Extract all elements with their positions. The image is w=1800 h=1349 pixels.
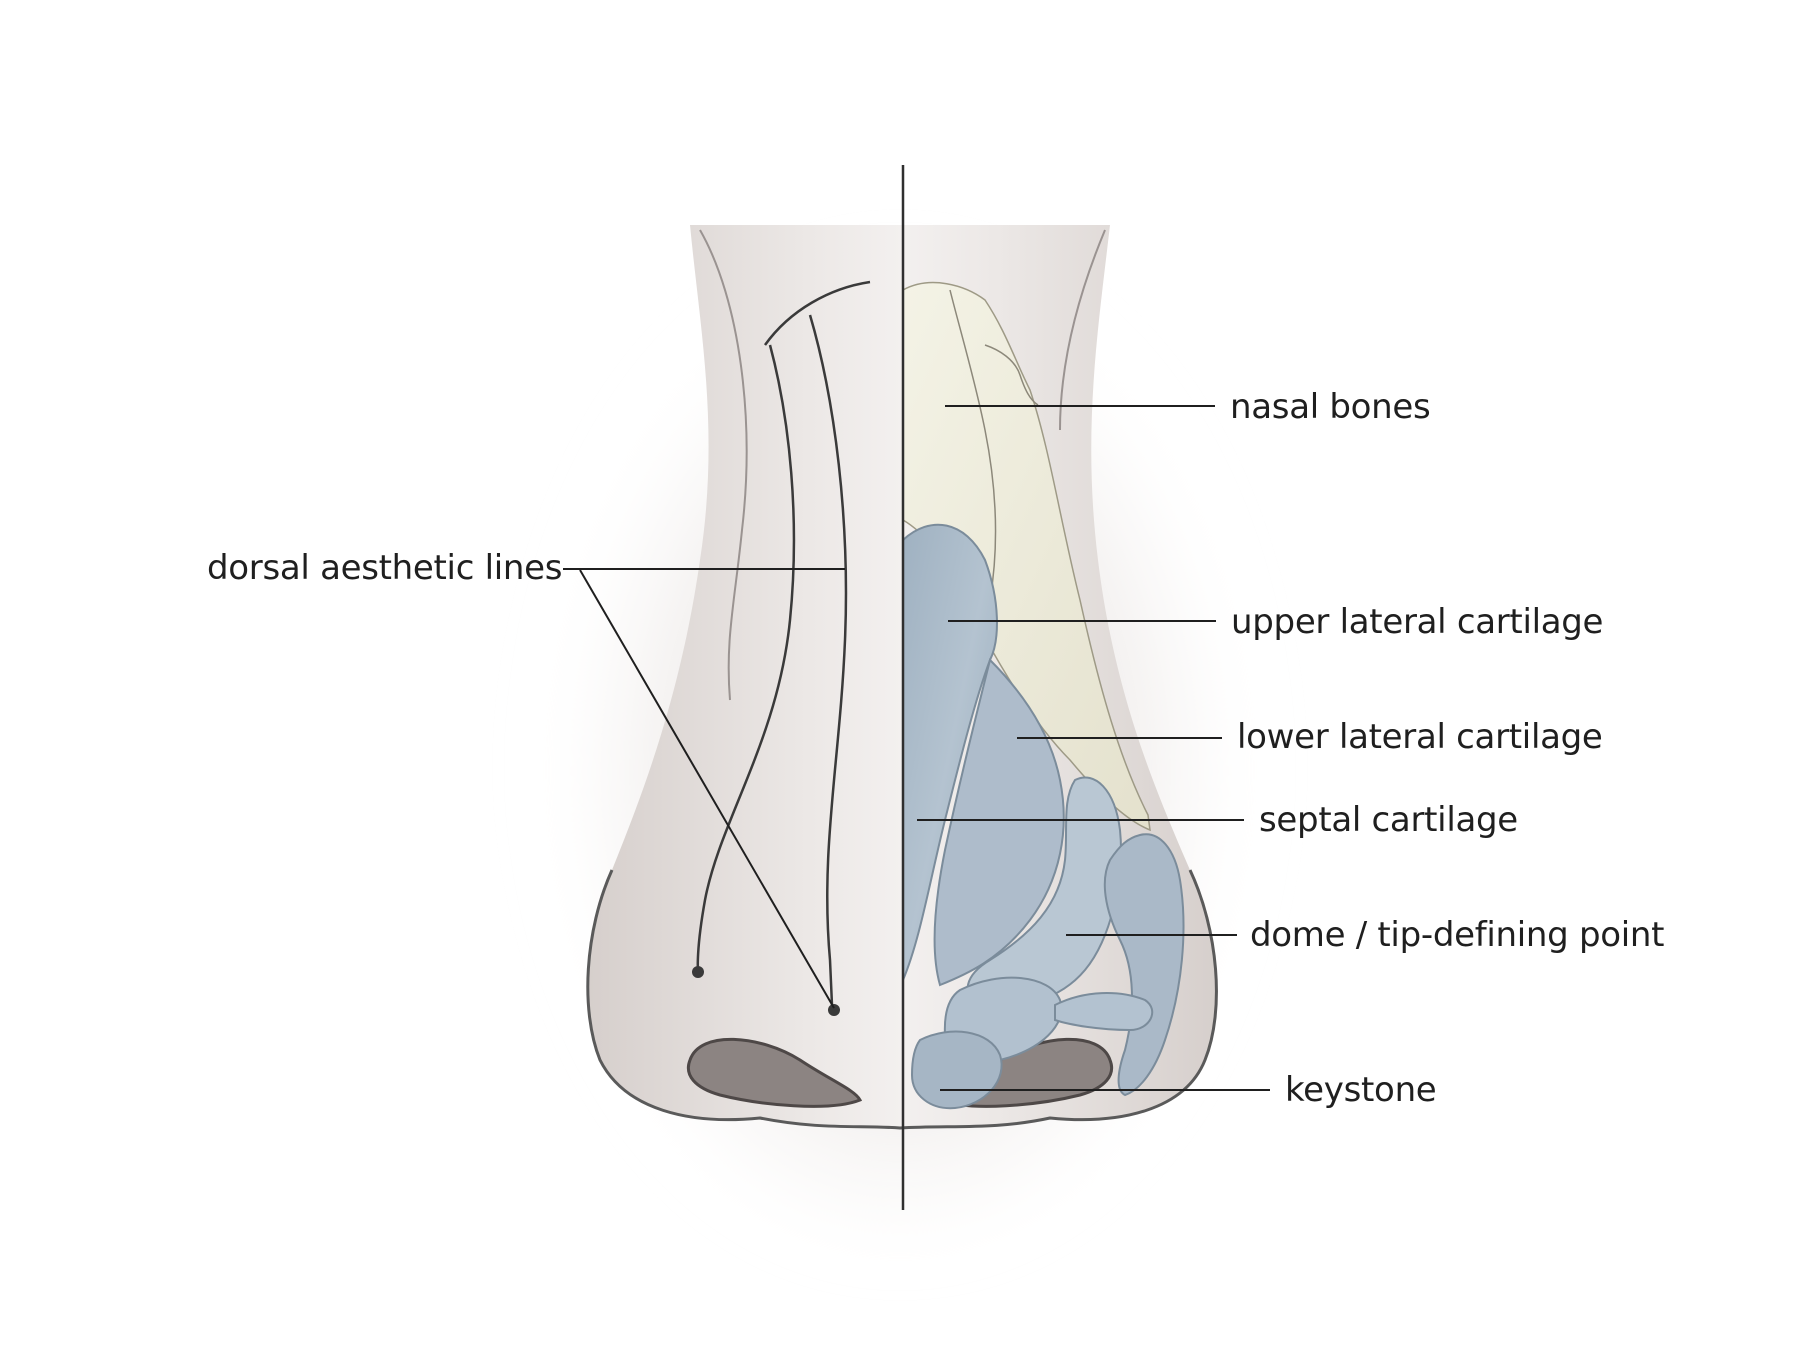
lateral-crus [1103,833,1185,1097]
nasal-bone-suture [949,289,997,601]
upper-lateral-cartilage [902,523,998,981]
dorsal-line-inner [808,314,848,1006]
left-nostril [687,1037,863,1108]
label-dome-tip-defining-point: dome / tip-defining point [1250,915,1665,955]
nasal-bone-fracture-line [984,344,1039,406]
label-keystone: keystone [1285,1070,1437,1110]
dorsal-line-brow-curve [763,280,871,346]
label-septal-cartilage: septal cartilage [1259,800,1518,840]
nose-outline [586,869,1218,1130]
dorsal-line-point-left [692,966,704,978]
label-upper-lateral-cartilage: upper lateral cartilage [1231,602,1604,642]
right-sidewall-contour [1059,229,1106,431]
dorsal-line-outer [696,344,796,971]
label-lower-lateral-cartilage: lower lateral cartilage [1237,717,1603,757]
left-sidewall-contour [699,229,748,701]
label-dorsal-aesthetic-lines: dorsal aesthetic lines [207,548,563,588]
septal-cartilage-shape [933,658,1065,987]
dorsal-line-point-right [828,1004,840,1016]
leader-lines [563,405,1270,1091]
label-nasal-bones: nasal bones [1230,387,1431,427]
keystone-lobe [910,1030,1003,1110]
leader-dorsal-to-left-point [579,569,835,1009]
lateral-crus-lower [1054,992,1154,1032]
